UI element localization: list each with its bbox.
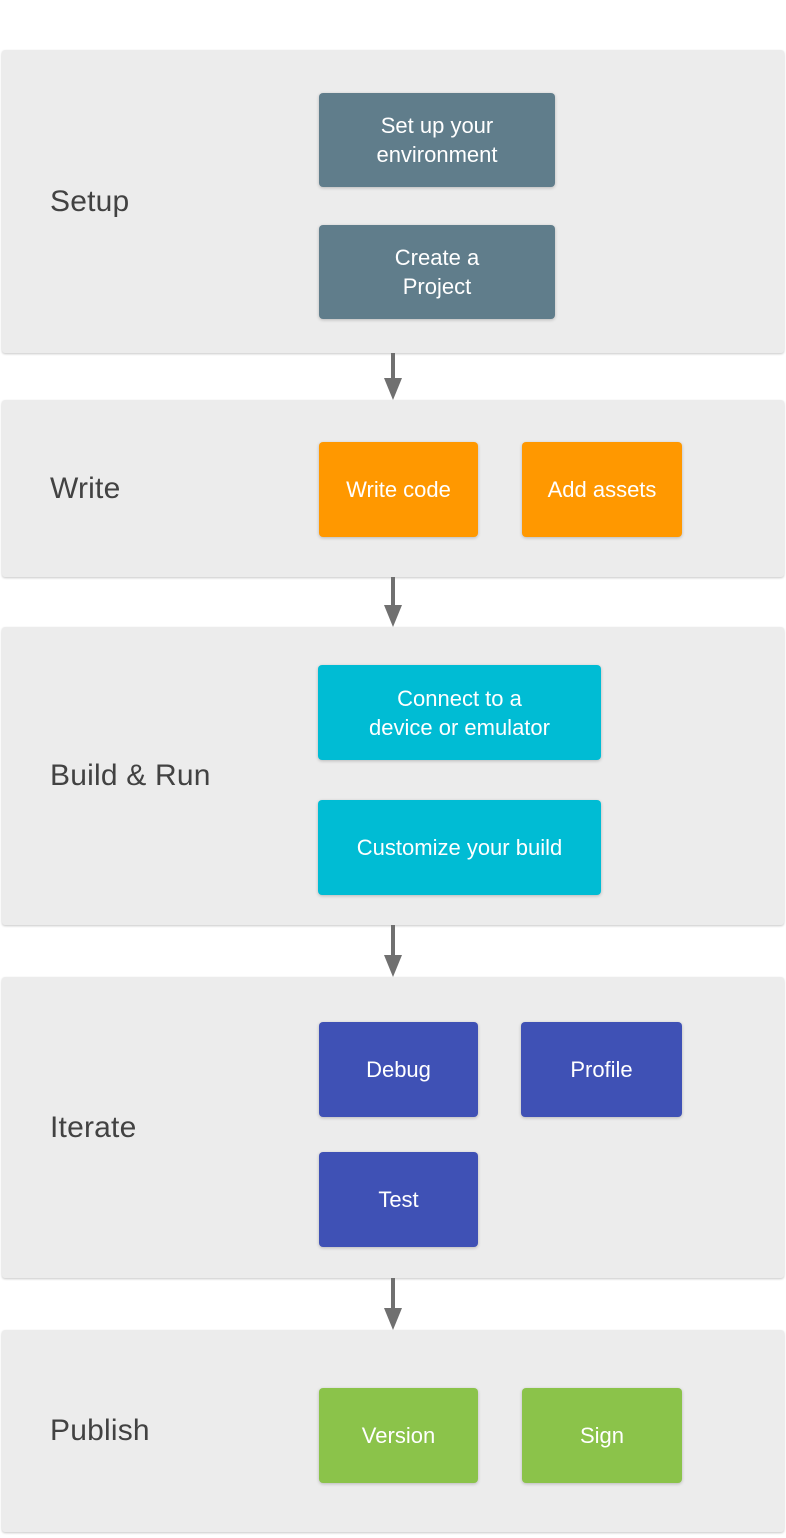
button-profile[interactable]: Profile <box>521 1022 682 1117</box>
down-arrow-iterate-to-publish <box>384 1278 402 1330</box>
down-arrow-build-to-iterate <box>384 925 402 977</box>
section-label-iterate: Iterate <box>50 1110 137 1144</box>
button-set-up-environment[interactable]: Set up your environment <box>319 93 555 187</box>
section-label-write: Write <box>50 471 121 505</box>
button-customize-build[interactable]: Customize your build <box>318 800 601 895</box>
down-arrow-setup-to-write <box>384 353 402 400</box>
arrow-stem <box>391 577 395 605</box>
button-add-assets[interactable]: Add assets <box>522 442 682 537</box>
button-test[interactable]: Test <box>319 1152 478 1247</box>
section-build-and-run: Build & Run Connect to a device or emula… <box>2 627 784 925</box>
section-setup: Setup Set up your environment Create a P… <box>2 50 784 353</box>
section-publish: Publish Version Sign <box>2 1330 784 1532</box>
button-sign[interactable]: Sign <box>522 1388 682 1483</box>
section-label-build-and-run: Build & Run <box>50 759 211 792</box>
arrow-stem <box>391 925 395 955</box>
arrow-down-icon <box>384 378 402 400</box>
button-connect-device-emulator[interactable]: Connect to a device or emulator <box>318 665 601 760</box>
arrow-stem <box>391 1278 395 1308</box>
down-arrow-write-to-build <box>384 577 402 627</box>
arrow-down-icon <box>384 955 402 977</box>
section-label-publish: Publish <box>50 1414 150 1447</box>
section-write: Write Write code Add assets <box>2 400 784 577</box>
arrow-stem <box>391 353 395 378</box>
arrow-down-icon <box>384 605 402 627</box>
button-write-code[interactable]: Write code <box>319 442 478 537</box>
button-create-project[interactable]: Create a Project <box>319 225 555 319</box>
button-version[interactable]: Version <box>319 1388 478 1483</box>
arrow-down-icon <box>384 1308 402 1330</box>
button-debug[interactable]: Debug <box>319 1022 478 1117</box>
section-label-setup: Setup <box>50 184 130 218</box>
section-iterate: Iterate Debug Profile Test <box>2 977 784 1278</box>
